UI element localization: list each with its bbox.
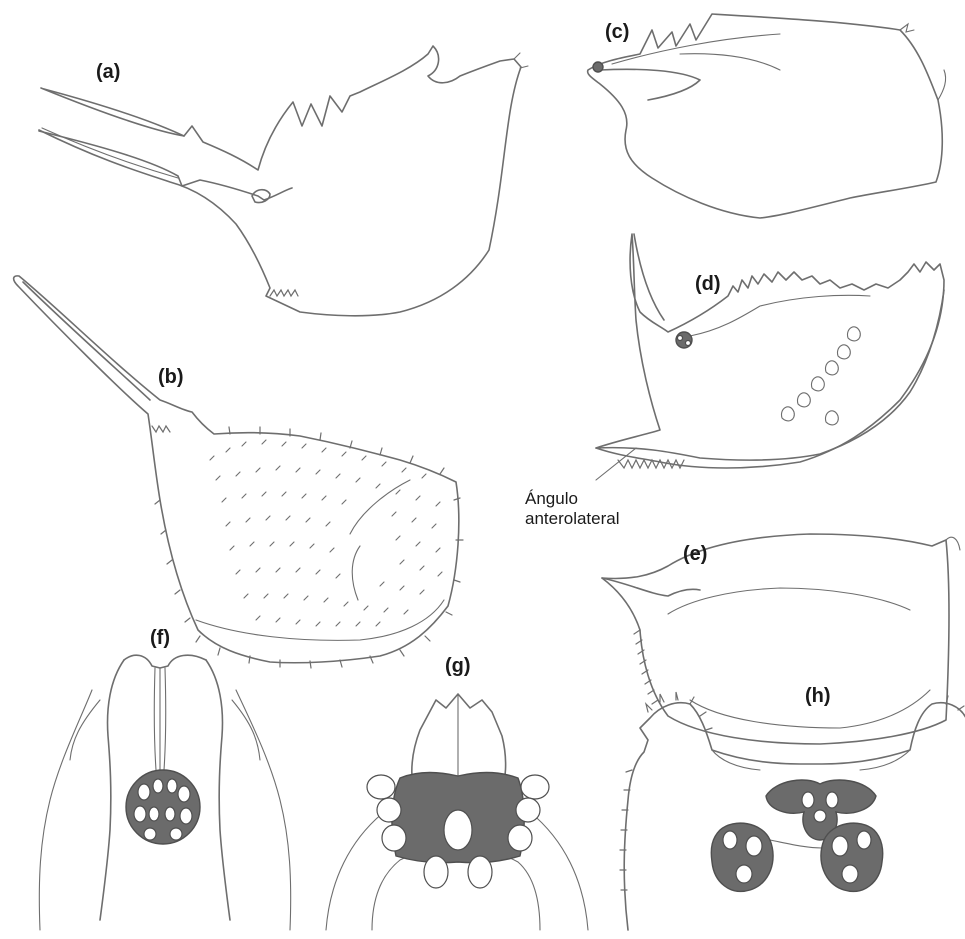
panel-a-drawing xyxy=(39,46,528,316)
panel-b-label: (b) xyxy=(158,366,184,388)
panel-g-drawing xyxy=(326,694,588,930)
eye-facet xyxy=(686,341,691,346)
panel-e-label: (e) xyxy=(683,543,707,565)
panel-d-label: (d) xyxy=(695,273,721,295)
panel-g-label: (g) xyxy=(445,655,471,677)
panel-c-drawing xyxy=(588,14,946,218)
eye-icon xyxy=(593,62,603,72)
annotation-anterolateral: anterolateral xyxy=(525,509,620,528)
panel-d-drawing xyxy=(596,234,944,480)
panel-h-label: (h) xyxy=(805,685,831,707)
panel-b-drawing xyxy=(14,276,463,668)
panel-h-drawing xyxy=(620,692,965,930)
annotation-angulo: Ángulo xyxy=(525,489,578,508)
panel-f-label: (f) xyxy=(150,627,170,649)
panel-f-drawing xyxy=(39,655,290,930)
eye-facet xyxy=(678,336,683,341)
panel-c-label: (c) xyxy=(605,21,629,43)
panel-a-label: (a) xyxy=(96,61,120,83)
